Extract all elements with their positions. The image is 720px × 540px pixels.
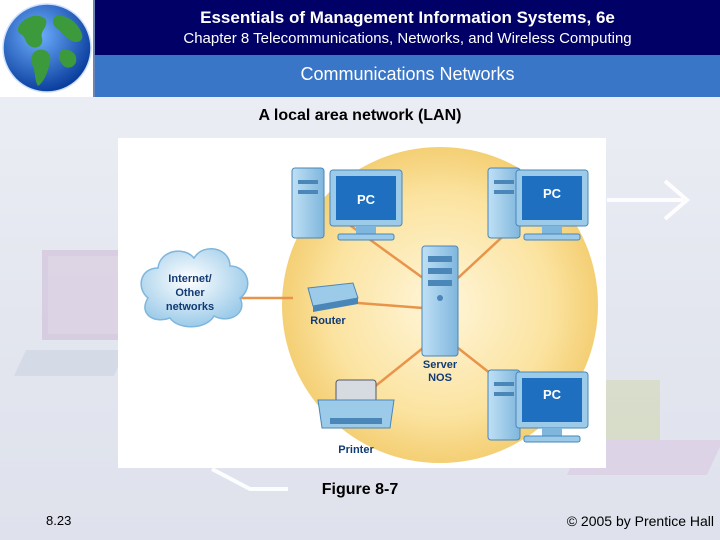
slide-number: 8.23 (46, 513, 72, 528)
background-block-shape (600, 380, 660, 440)
server-os-label: NOS (428, 372, 452, 384)
lan-diagram: PC PC PC (140, 147, 598, 463)
pc-label: PC (543, 186, 562, 201)
chapter-title: Chapter 8 Telecommunications, Networks, … (183, 30, 632, 47)
printer-label: Printer (338, 444, 374, 456)
router-label: Router (310, 315, 346, 327)
pc-bottom-right: PC (487, 369, 589, 443)
cloud-label-line1: Internet/ (168, 273, 211, 285)
pc-label: PC (543, 387, 562, 402)
title-bar: Essentials of Management Information Sys… (95, 0, 720, 55)
background-arrow-icon (607, 179, 691, 221)
cloud-label-line3: networks (166, 301, 214, 313)
internet-cloud: Internet/ Other networks (140, 248, 249, 328)
router-device: Router (307, 282, 359, 327)
background-keyboard-shape (13, 350, 127, 376)
pc-label: PC (357, 192, 376, 207)
lan-diagram-figure: PC PC PC (118, 138, 606, 468)
server-tower: Server NOS (421, 245, 459, 384)
server-label: Server (423, 359, 458, 371)
copyright-notice: © 2005 by Prentice Hall (566, 513, 714, 529)
figure-caption: Figure 8-7 (321, 481, 399, 498)
pc-top-right: PC (487, 167, 589, 241)
printer-device: Printer (317, 379, 395, 456)
globe-icon (2, 3, 92, 93)
slide-subtitle: A local area network (LAN) (258, 107, 462, 124)
slide-header: Essentials of Management Information Sys… (0, 0, 720, 97)
section-title: Communications Networks (300, 64, 515, 84)
section-band: Communications Networks (95, 55, 720, 97)
pc-top-left: PC (291, 167, 403, 241)
book-title: Essentials of Management Information Sys… (200, 8, 615, 27)
globe-logo (0, 0, 95, 97)
cloud-label-line2: Other (175, 287, 205, 299)
